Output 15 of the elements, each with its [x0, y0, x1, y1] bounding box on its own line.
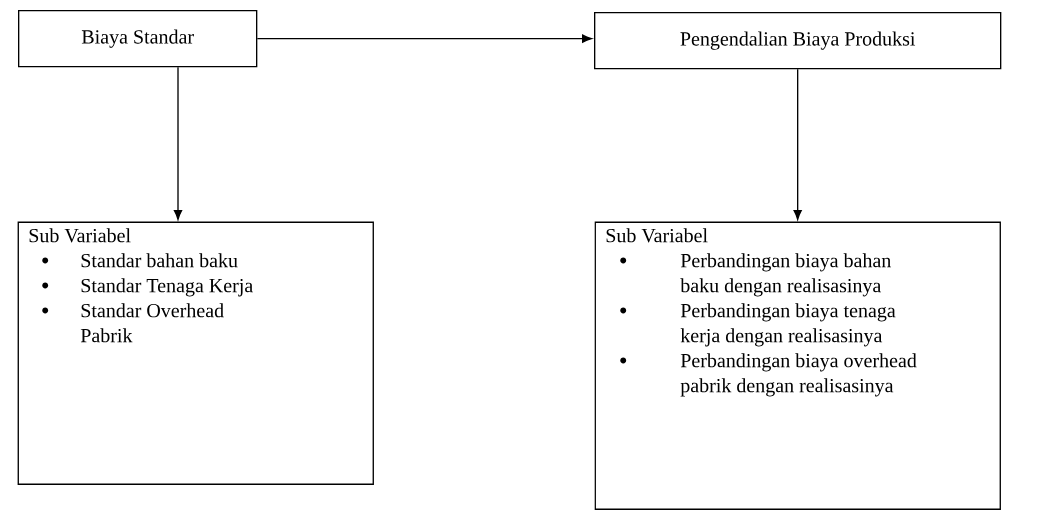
process-box: Pengendalian Biaya Produksi [594, 12, 1002, 70]
arrow [793, 68, 802, 220]
arrow [256, 34, 592, 43]
heading-text: Sub Variabel [29, 228, 131, 243]
bullet-item: Standar Tenaga Kerja [81, 278, 253, 297]
arrow [173, 66, 183, 220]
bullet-item: Standar Overhead Pabrik [80, 303, 224, 343]
heading-text: Sub Variabel [606, 228, 708, 243]
list-box [594, 221, 1001, 510]
bullet-item: Perbandingan biaya overhead pabrik dengan realisasinya [680, 353, 917, 397]
process-box: Biaya Standar [18, 10, 258, 68]
list-box [17, 221, 374, 485]
bullet-item: Perbandingan biaya bahan baku dengan realisasinya [680, 253, 891, 297]
bullet-item: Perbandingan biaya tenaga kerja dengan realisasinya [680, 303, 896, 347]
bullet-item: Standar bahan baku [81, 253, 238, 268]
